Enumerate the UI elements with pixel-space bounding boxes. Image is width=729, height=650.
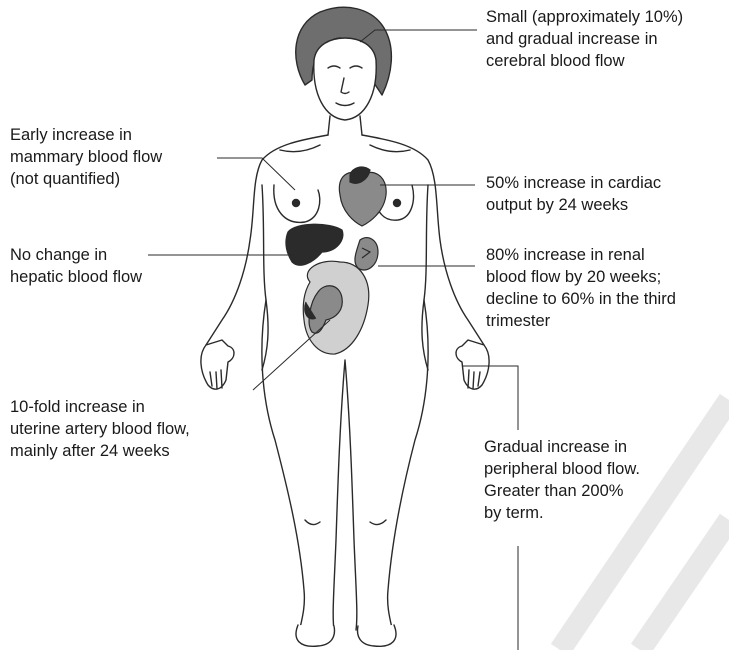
cardiac-annotation: 50% increase in cardiac output by 24 wee…	[486, 172, 661, 216]
peripheral-annotation: Gradual increase in peripheral blood flo…	[484, 436, 640, 524]
face	[314, 38, 376, 120]
mammary-annotation: Early increase in mammary blood flow (no…	[10, 124, 162, 190]
left-hand	[201, 340, 234, 389]
organs	[286, 167, 386, 354]
uterine-annotation: 10-fold increase in uterine artery blood…	[10, 396, 190, 462]
right-hand	[456, 340, 489, 389]
legs-outline	[262, 300, 428, 638]
uterine-leader	[253, 320, 330, 390]
hepatic-annotation: No change in hepatic blood flow	[10, 244, 142, 288]
kidney	[355, 238, 378, 270]
mammary-leader	[217, 158, 295, 190]
renal-annotation: 80% increase in renal blood flow by 20 w…	[486, 244, 676, 332]
right-foot	[358, 625, 396, 646]
liver	[286, 224, 343, 265]
left-foot	[296, 625, 334, 646]
cerebral-annotation: Small (approximately 10%) and gradual in…	[486, 6, 683, 72]
